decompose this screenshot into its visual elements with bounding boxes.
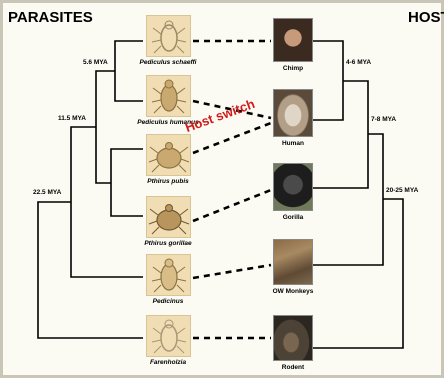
louse-icon: [147, 197, 191, 238]
louse-icon: [147, 255, 191, 296]
host-branch-root: [313, 134, 383, 265]
parasites-header: PARASITES: [8, 9, 93, 26]
louse-image-schaeffi: [146, 15, 191, 57]
date-chimp-human-split: 4-6 MYA: [346, 59, 371, 66]
louse-image-humanus: [146, 75, 191, 117]
host-branch-hominids: [313, 81, 368, 188]
date-root-split: 22.5 MYA: [33, 189, 61, 196]
host-image-gorilla: [273, 163, 313, 211]
parasite-branch-hominid-lice: [96, 71, 115, 183]
host-header: HOST: [408, 9, 444, 26]
louse-icon: [147, 76, 191, 117]
louse-icon: [147, 135, 191, 176]
parasite-label-pubis: Pthirus pubis: [128, 178, 208, 185]
host-image-chimp: [273, 18, 313, 62]
parasite-label-pedicinus: Pedicinus: [128, 298, 208, 305]
parasite-label-gorillae: Pthirus gorillae: [128, 240, 208, 247]
louse-image-farenholzia: [146, 315, 191, 357]
host-label-chimp: Chimp: [253, 65, 333, 72]
louse-icon: [147, 16, 191, 57]
date-host-root-split: 20-25 MYA: [386, 187, 418, 194]
link-pedicinus-owmonkeys: [193, 265, 271, 278]
host-label-rodent: Rodent: [253, 364, 333, 371]
tree-lines: [3, 3, 444, 381]
date-hominid-lice-split: 11.5 MYA: [58, 115, 86, 122]
date-pediculus-split: 5.6 MYA: [83, 59, 108, 66]
host-image-human: [273, 89, 313, 137]
host-label-ow-monkeys: OW Monkeys: [253, 288, 333, 295]
host-branch-rodent: [313, 199, 403, 348]
host-image-rodent: [273, 315, 313, 361]
parasite-branch-root: [38, 202, 143, 338]
parasite-branch-pediculus: [115, 41, 143, 101]
parasite-label-schaeffi: Pediculus schaeffi: [128, 59, 208, 66]
date-hominid-split: 7-8 MYA: [371, 116, 396, 123]
louse-image-pubis: [146, 134, 191, 176]
louse-image-pedicinus: [146, 254, 191, 296]
host-image-ow-monkeys: [273, 239, 313, 285]
host-branch-chimp-human: [313, 41, 343, 120]
louse-icon: [147, 316, 191, 357]
parasite-label-farenholzia: Farenholzia: [128, 359, 208, 366]
host-label-gorilla: Gorilla: [253, 214, 333, 221]
host-label-human: Human: [253, 140, 333, 147]
louse-image-gorillae: [146, 196, 191, 238]
